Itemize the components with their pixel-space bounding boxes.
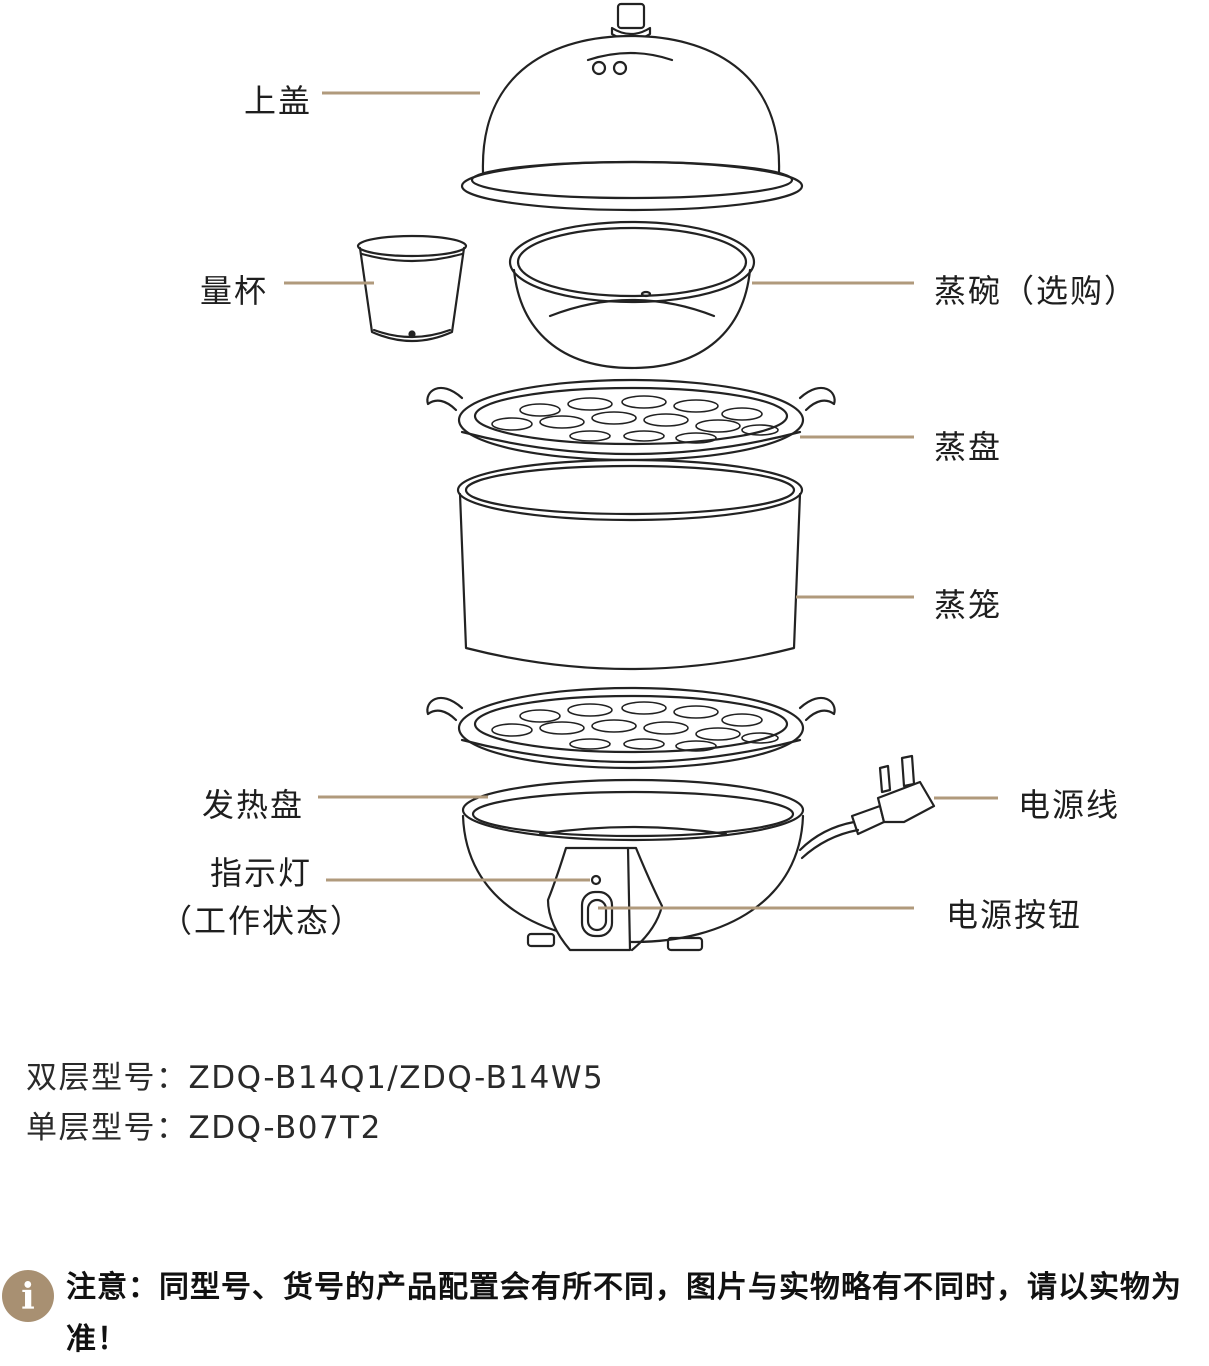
model-single-layer: 单层型号：ZDQ-B07T2: [26, 1110, 382, 1146]
label-steam-bowl: 蒸碗（选购）: [934, 272, 1139, 310]
label-steam-tray: 蒸盘: [934, 428, 1003, 466]
info-icon: i: [2, 1270, 54, 1322]
label-steamer-basket: 蒸笼: [934, 586, 1003, 624]
steam-tray-upper-illustration: [426, 378, 836, 462]
label-power-button: 电源按钮: [946, 896, 1083, 934]
label-indicator-light-state: （工作状态）: [160, 902, 365, 940]
measuring-cup-illustration: [356, 234, 468, 343]
lid-illustration: [460, 2, 804, 212]
steamer-basket-illustration: [456, 458, 804, 671]
exploded-diagram: [284, 2, 998, 952]
label-lid: 上盖: [244, 82, 313, 120]
notice-text: 注意：同型号、货号的产品配置会有所不同，图片与实物略有不同时，请以实物为准！: [66, 1270, 1182, 1357]
label-heating-plate: 发热盘: [202, 786, 305, 824]
base-illustration: [461, 754, 936, 952]
steam-bowl-illustration: [508, 220, 756, 370]
leader-lines: [284, 91, 998, 910]
label-indicator-light: 指示灯: [210, 854, 313, 892]
label-power-cord: 电源线: [1018, 786, 1121, 824]
steam-tray-lower-illustration: [426, 686, 836, 770]
model-double-layer: 双层型号：ZDQ-B14Q1/ZDQ-B14W5: [26, 1060, 605, 1096]
label-measuring-cup: 量杯: [200, 272, 269, 310]
